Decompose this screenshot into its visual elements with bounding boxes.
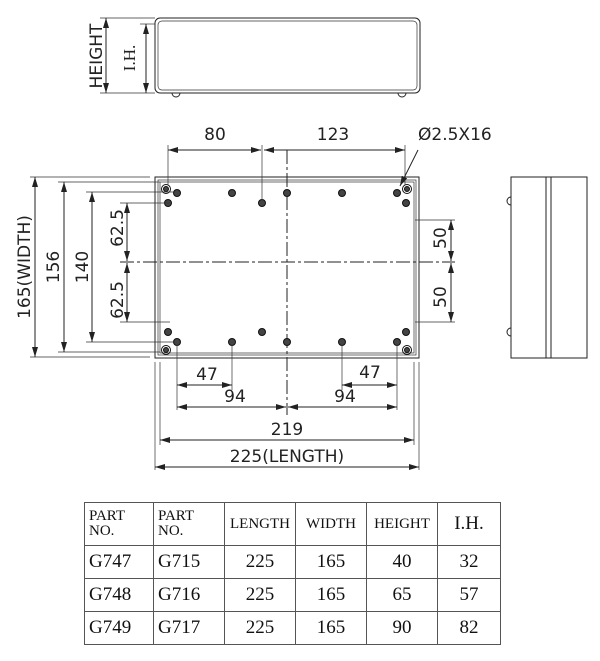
cell: 165 xyxy=(295,611,367,645)
header-height: HEIGHT xyxy=(366,502,438,546)
table-row: G748 G716 225 165 65 57 xyxy=(84,578,501,612)
hole-spec: Ø2.5X16 xyxy=(418,125,492,145)
dim-156: 156 xyxy=(44,251,64,283)
dim-50-upper: 50 xyxy=(431,227,451,249)
dim-140: 140 xyxy=(73,251,93,283)
dim-50-lower: 50 xyxy=(431,286,451,308)
parts-table: PART NO. PART NO. LENGTH WIDTH HEIGHT I.… xyxy=(84,502,501,645)
cell: G715 xyxy=(153,545,225,579)
dim-47-right: 47 xyxy=(359,363,381,383)
table-row: G749 G717 225 165 90 82 xyxy=(84,611,501,645)
plan-view: 80 123 Ø2.5X16 165(WIDTH) 156 140 62.5 6… xyxy=(15,125,492,470)
cell: 82 xyxy=(437,611,501,645)
ih-label: I.H. xyxy=(120,45,139,71)
dim-62-5-upper: 62.5 xyxy=(108,209,128,247)
header-length: LENGTH xyxy=(224,502,296,546)
header-width: WIDTH xyxy=(295,502,367,546)
cell: G747 xyxy=(84,545,154,579)
cell: G717 xyxy=(153,611,225,645)
header-ih: I.H. xyxy=(437,502,501,546)
side-view xyxy=(506,176,588,359)
cell: 225 xyxy=(224,545,296,579)
height-label: HEIGHT xyxy=(87,23,107,88)
cell: 40 xyxy=(366,545,438,579)
dim-123: 123 xyxy=(317,125,349,145)
cell: 165 xyxy=(295,578,367,612)
dim-219: 219 xyxy=(271,420,303,440)
dim-62-5-lower: 62.5 xyxy=(108,281,128,319)
cell: 225 xyxy=(224,578,296,612)
top-view: HEIGHT I.H. xyxy=(87,17,421,98)
cell: G748 xyxy=(84,578,154,612)
header-part-no-2: PART NO. xyxy=(153,502,225,546)
cell: 225 xyxy=(224,611,296,645)
dim-47-left: 47 xyxy=(196,365,218,385)
enclosure-drawing: HEIGHT I.H. 80 123 Ø2.5X16 xyxy=(15,17,588,470)
cell: 32 xyxy=(437,545,501,579)
cell: 57 xyxy=(437,578,501,612)
cell: 90 xyxy=(366,611,438,645)
dim-80: 80 xyxy=(204,125,226,145)
cell: 165 xyxy=(295,545,367,579)
cell: G749 xyxy=(84,611,154,645)
dim-94-left: 94 xyxy=(224,387,246,407)
cell: 65 xyxy=(366,578,438,612)
dim-length: 225(LENGTH) xyxy=(230,447,344,467)
table-header-row: PART NO. PART NO. LENGTH WIDTH HEIGHT I.… xyxy=(84,502,501,546)
header-part-no-1: PART NO. xyxy=(84,502,154,546)
dim-94-right: 94 xyxy=(334,387,356,407)
dim-width: 165(WIDTH) xyxy=(15,215,35,319)
cell: G716 xyxy=(153,578,225,612)
table-row: G747 G715 225 165 40 32 xyxy=(84,545,501,579)
